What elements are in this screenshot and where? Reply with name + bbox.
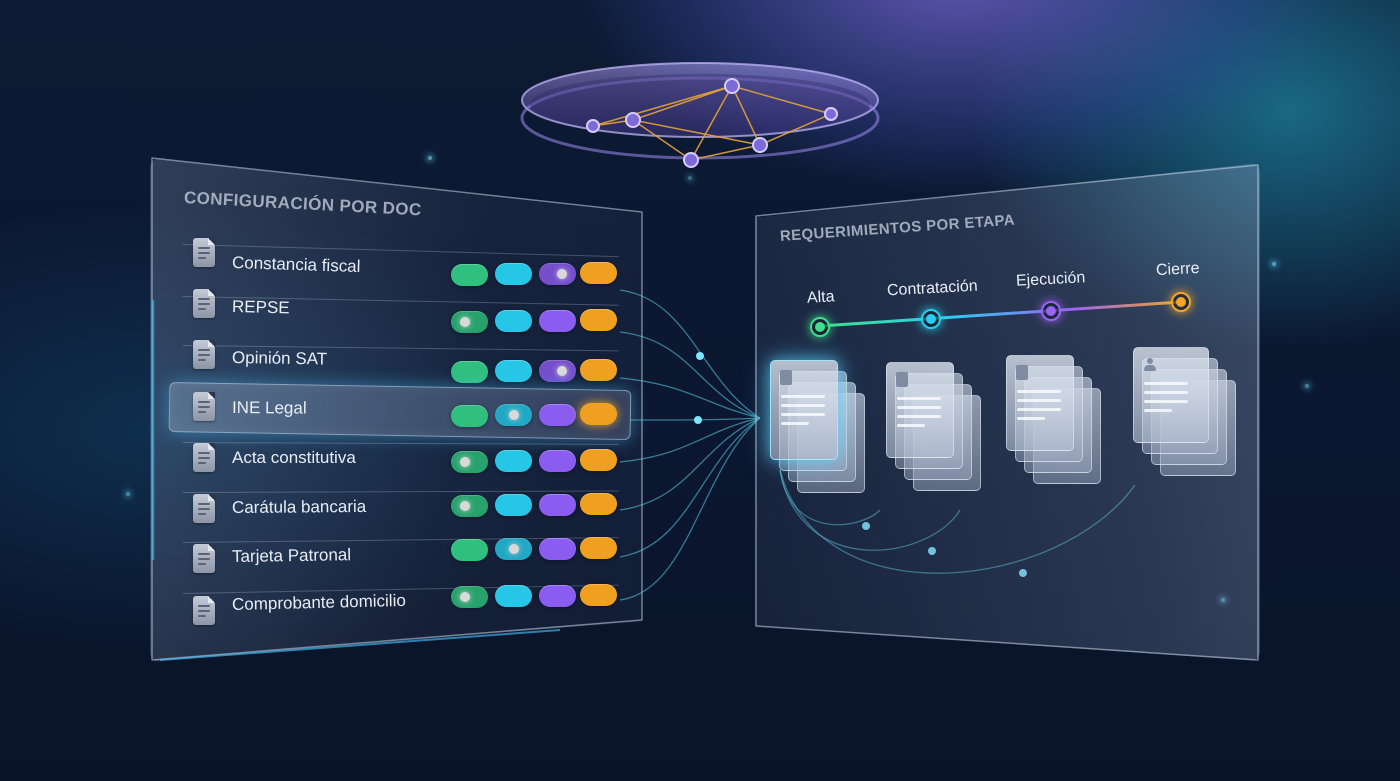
- stage-toggle-alta[interactable]: [451, 451, 488, 473]
- stage-toggle-cierre[interactable]: [580, 537, 617, 560]
- document-icon: [1016, 365, 1028, 380]
- document-icon: [193, 596, 215, 625]
- document-icon: [193, 443, 215, 472]
- stage-toggle-alta[interactable]: [451, 586, 488, 608]
- stage-toggle-ejecucion[interactable]: [539, 403, 576, 426]
- stage-label: Cierre: [1155, 259, 1200, 280]
- document-card: [886, 362, 954, 458]
- stage-toggle-contratacion[interactable]: [495, 404, 532, 427]
- stage-toggle-contratacion[interactable]: [495, 450, 532, 473]
- stage-toggle-alta[interactable]: [451, 405, 488, 427]
- document-icon: [896, 372, 908, 387]
- stage-toggle-ejecucion[interactable]: [539, 537, 576, 560]
- stage-toggle-cierre[interactable]: [580, 262, 617, 285]
- document-card: [770, 360, 838, 460]
- stage-toggle-alta[interactable]: [451, 495, 488, 517]
- document-icon: [193, 494, 215, 523]
- sparkle: [126, 492, 130, 496]
- document-icon: [780, 370, 792, 385]
- sparkle: [688, 176, 692, 180]
- stage-toggle-contratacion[interactable]: [495, 263, 532, 286]
- stage-toggle-cierre[interactable]: [580, 309, 617, 332]
- stage-toggle-cierre[interactable]: [580, 359, 617, 382]
- stage-toggle-ejecucion[interactable]: [539, 584, 576, 607]
- stage-node[interactable]: [1171, 292, 1191, 312]
- stage-toggle-ejecucion[interactable]: [539, 359, 576, 382]
- stage-toggle-alta[interactable]: [451, 264, 488, 286]
- stage-toggle-contratacion[interactable]: [495, 494, 532, 517]
- document-label: Acta constitutiva: [232, 448, 356, 467]
- document-icon: [193, 392, 215, 421]
- stage-toggle-contratacion[interactable]: [495, 310, 532, 333]
- document-icon: [193, 340, 215, 369]
- stage-toggle-ejecucion[interactable]: [539, 493, 576, 516]
- stage-node[interactable]: [921, 309, 941, 329]
- stage-toggle-contratacion[interactable]: [495, 585, 532, 608]
- sparkle: [1221, 598, 1225, 602]
- stage-toggle-alta[interactable]: [451, 311, 488, 333]
- document-card: [1006, 355, 1074, 451]
- person-icon: [1143, 358, 1157, 372]
- stage-toggle-contratacion[interactable]: [495, 538, 532, 561]
- stage-toggle-cierre[interactable]: [580, 403, 617, 426]
- stage-toggle-alta[interactable]: [451, 539, 488, 561]
- document-icon: [193, 544, 215, 573]
- stage-toggle-contratacion[interactable]: [495, 360, 532, 383]
- network-graph-icon: [592, 85, 832, 161]
- document-icon: [193, 289, 215, 318]
- stage-toggle-cierre[interactable]: [580, 584, 617, 607]
- stage-toggle-cierre[interactable]: [580, 493, 617, 516]
- stage-node[interactable]: [810, 317, 830, 337]
- sparkle: [1305, 384, 1309, 388]
- document-icon: [193, 238, 215, 267]
- stage-toggle-ejecucion[interactable]: [539, 309, 576, 332]
- stage-toggle-ejecucion[interactable]: [539, 449, 576, 472]
- stage-toggle-ejecucion[interactable]: [539, 262, 576, 285]
- sparkle: [1272, 262, 1276, 266]
- stage-node[interactable]: [1041, 301, 1061, 321]
- stage-label: Ejecución: [1015, 269, 1086, 290]
- stage-label: Alta: [806, 288, 835, 307]
- document-card: [1133, 347, 1209, 443]
- stage-toggle-alta[interactable]: [451, 361, 488, 383]
- stage-toggle-cierre[interactable]: [580, 449, 617, 472]
